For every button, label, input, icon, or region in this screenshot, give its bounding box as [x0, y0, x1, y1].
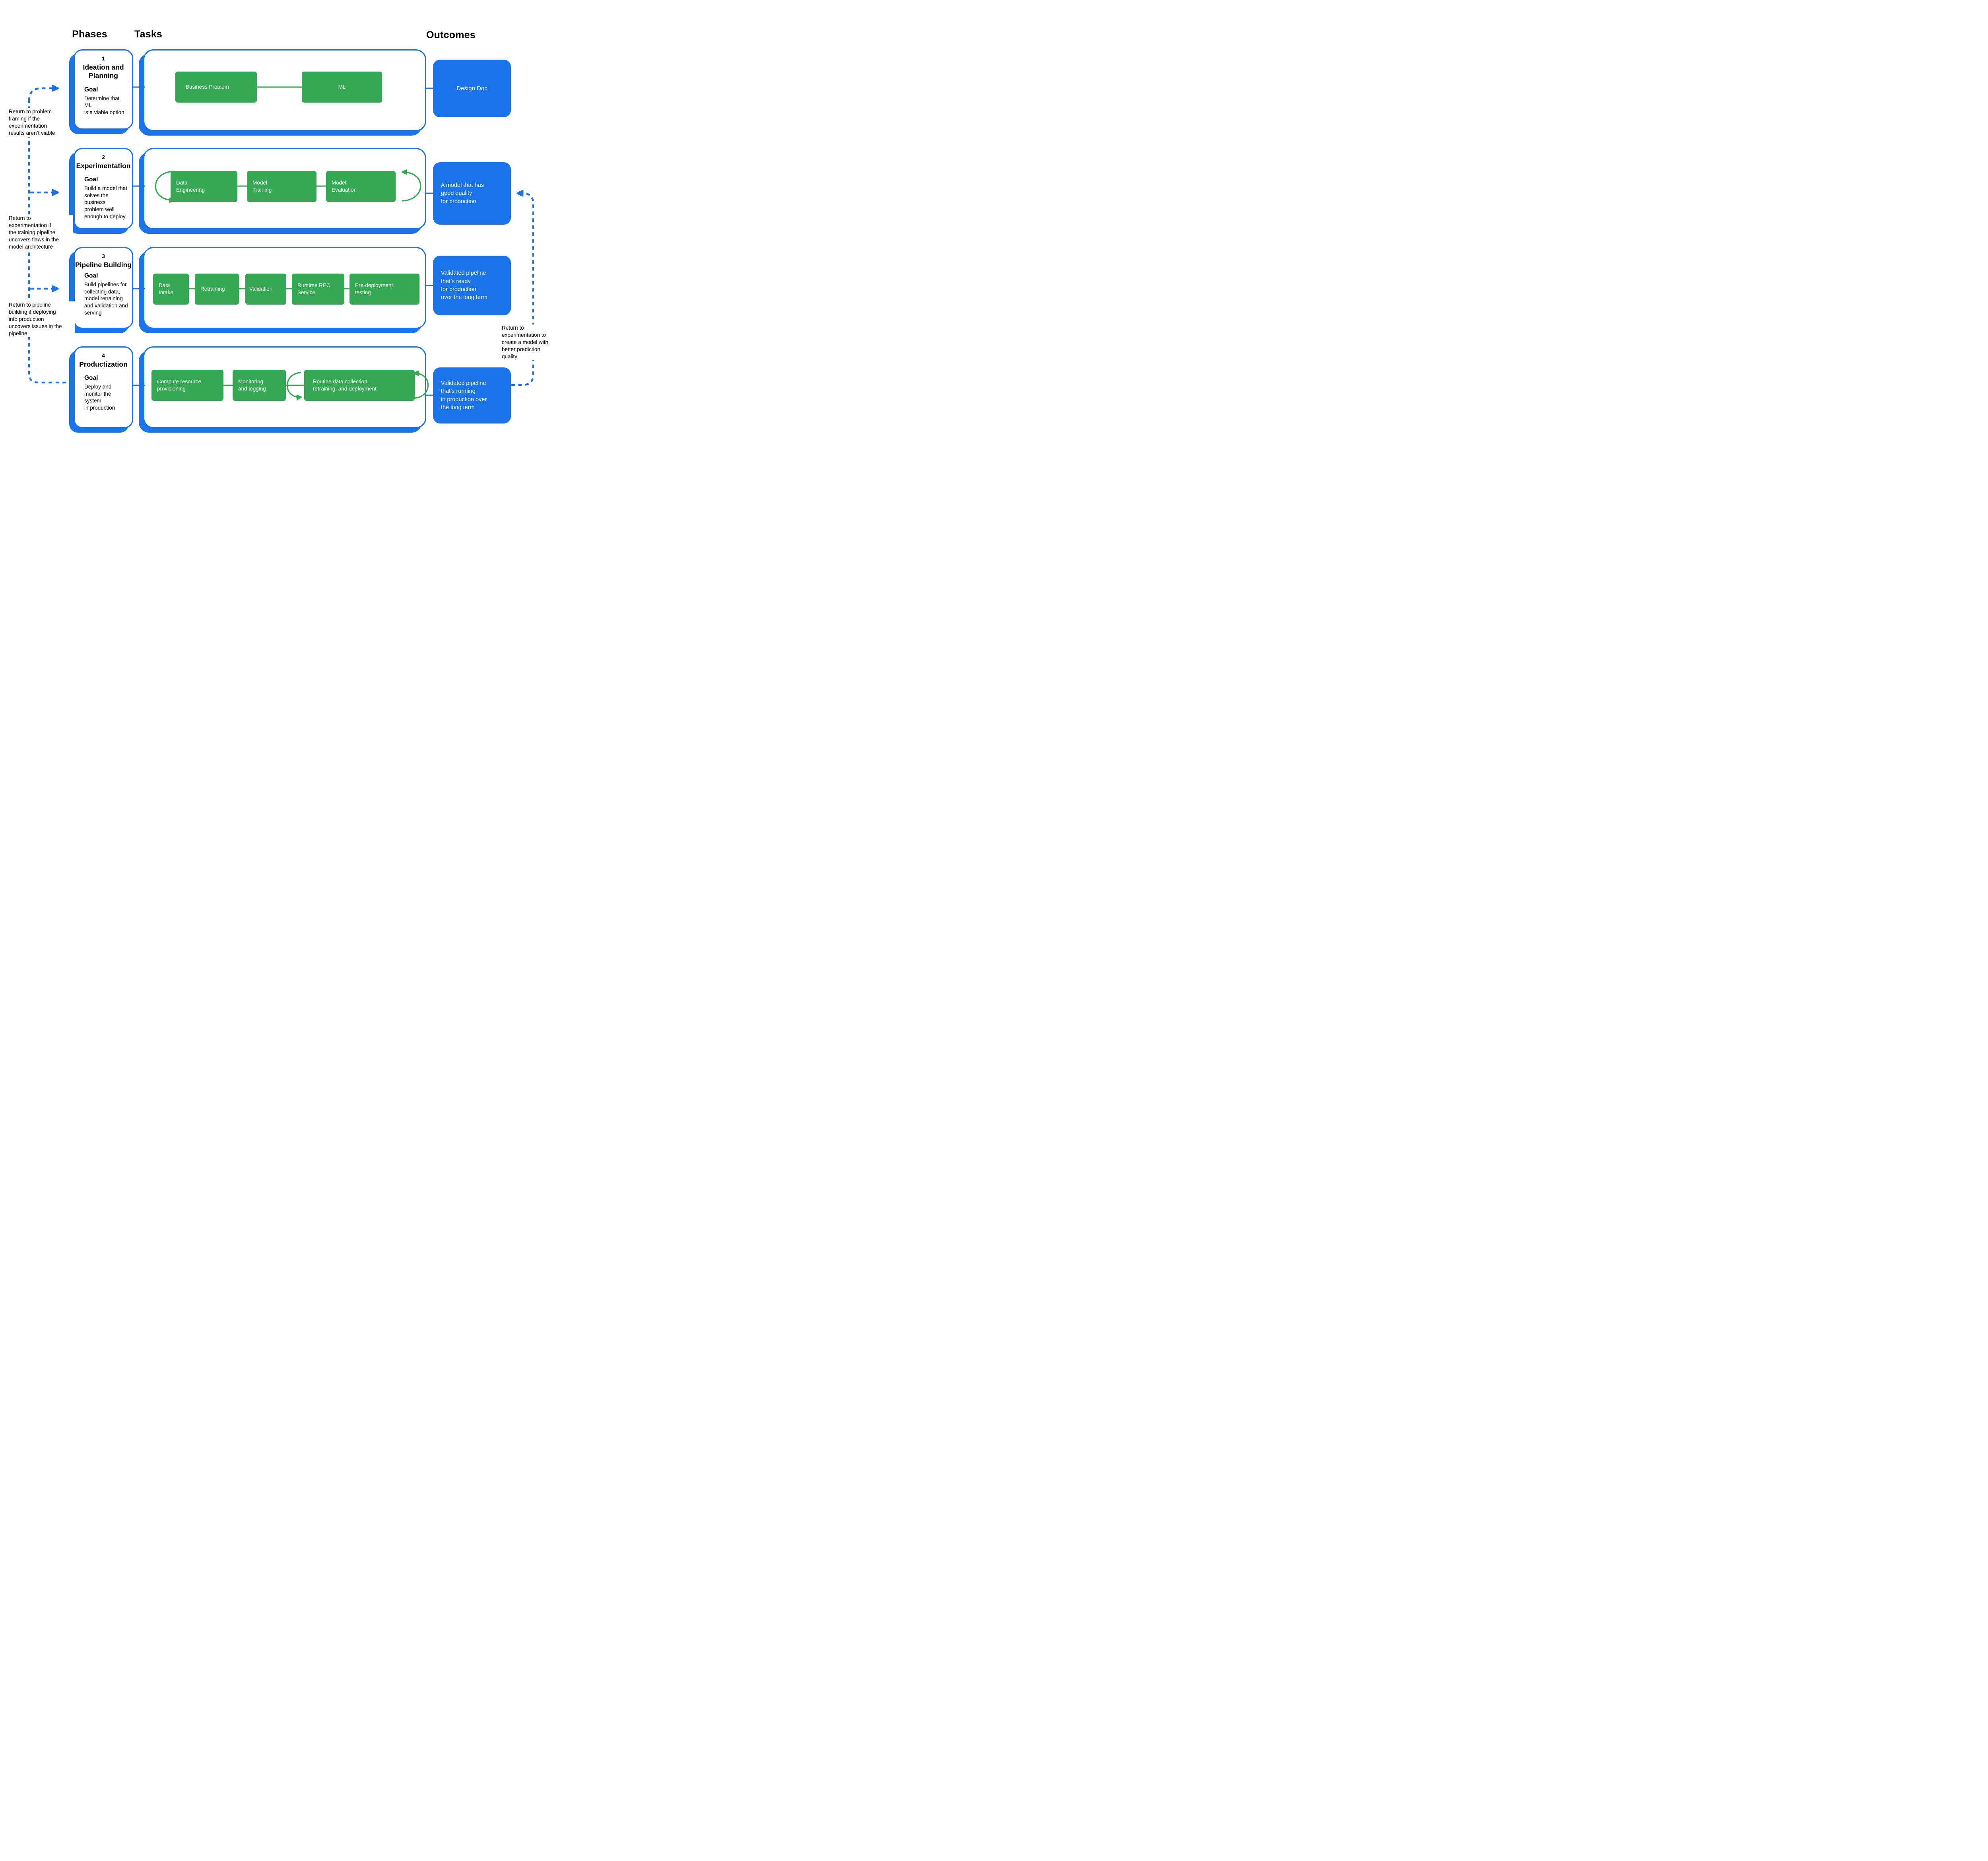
- goal-text: Build pipelines for collecting data, mod…: [84, 282, 128, 316]
- task-box-pre-deployment-testing: Pre-deployment testing: [349, 274, 419, 305]
- task-box-monitoring-and-logging: Monitoring and logging: [233, 370, 286, 401]
- phase-card-ideation: 1 Ideation and Planning Goal Determine t…: [74, 49, 133, 130]
- task-box-model-evaluation: Model Evaluation: [326, 171, 396, 202]
- goal-text: Determine that ML is a viable option: [84, 95, 124, 115]
- task-box-runtime-rpc-service: Runtime RPC Service: [292, 274, 344, 305]
- annotation-return-to-problem-framing: Return to problem framing if the experim…: [9, 108, 69, 137]
- return-arrow-to-model-outcome: [511, 190, 534, 386]
- tasks-to-outcome-connectors: [425, 87, 434, 396]
- task-box-retraining: Retraining: [195, 274, 239, 305]
- goal-text: Deploy and monitor the system in product…: [84, 384, 115, 411]
- task-box-business-problem: Business Problem: [175, 72, 257, 103]
- loop-arrow-experimentation-left: [155, 171, 175, 203]
- phase-card-pipeline-building: 3 Pipeline Building Goal Build pipelines…: [74, 247, 133, 329]
- phase-number: 4: [102, 352, 105, 359]
- loop-arrow-experimentation-right: [401, 169, 421, 202]
- return-arrow-to-ideation: [28, 85, 59, 101]
- phase-number: 3: [102, 253, 105, 259]
- tasks-column-header: Tasks: [134, 29, 163, 40]
- phase-number: 2: [102, 154, 105, 160]
- goal-label: Goal: [84, 375, 98, 382]
- phase-card-productization: 4 Productization Goal Deploy and monitor…: [74, 346, 133, 428]
- task-box-ml: ML: [302, 72, 382, 103]
- phase-card-experimentation: 2 Experimentation Goal Build a model tha…: [74, 148, 133, 229]
- task-box-data-engineering: Data Engineering: [171, 171, 237, 202]
- task-links: [188, 86, 350, 386]
- connector-overlay: [28, 85, 534, 400]
- mlops-lifecycle-diagram: Phases Tasks Outcomes: [0, 0, 564, 465]
- outcome-design-doc: Design Doc: [433, 60, 511, 117]
- outcome-good-quality-model: A model that has good quality for produc…: [433, 162, 511, 225]
- return-paths-left: [28, 85, 72, 384]
- outcomes-column-header: Outcomes: [426, 29, 476, 41]
- phase-title: Productization: [79, 360, 128, 368]
- phase-title: Experimentation: [76, 162, 131, 170]
- goal-text: Build a model that solves the business p…: [84, 185, 128, 220]
- task-box-data-intake: Data Intake: [153, 274, 189, 305]
- task-box-validation: Validation: [245, 274, 286, 305]
- goal-label: Goal: [84, 176, 98, 183]
- outcome-validated-pipeline-ready: Validated pipeline that’s ready for prod…: [433, 256, 511, 315]
- goal-label: Goal: [84, 272, 98, 280]
- phase-title: Ideation and Planning: [83, 63, 124, 80]
- phase-to-tasks-connectors: [132, 86, 145, 386]
- task-box-compute-resource-provisioning: Compute resource provisioning: [151, 370, 223, 401]
- annotation-return-to-pipeline-building: Return to pipeline building if deploying…: [9, 301, 75, 337]
- annotation-return-for-better-prediction: Return to experimentation to create a mo…: [502, 324, 561, 360]
- task-box-routine-data-collection: Routine data collection, retraining, and…: [304, 370, 415, 401]
- return-trunk-from-productization: [28, 99, 72, 384]
- loop-arrow-productization-right: [413, 371, 429, 399]
- phases-column-header: Phases: [72, 29, 107, 40]
- outcome-validated-pipeline-running: Validated pipeline that’s running in pro…: [433, 367, 511, 423]
- iteration-loop-arrows: [155, 169, 429, 400]
- annotation-return-to-experimentation: Return to experimentation if the trainin…: [9, 215, 73, 251]
- loop-arrow-productization-left: [287, 372, 302, 400]
- task-box-model-training: Model Training: [247, 171, 316, 202]
- goal-label: Goal: [84, 86, 98, 93]
- phase-number: 1: [102, 55, 105, 62]
- phase-title: Pipeline Building: [75, 261, 132, 269]
